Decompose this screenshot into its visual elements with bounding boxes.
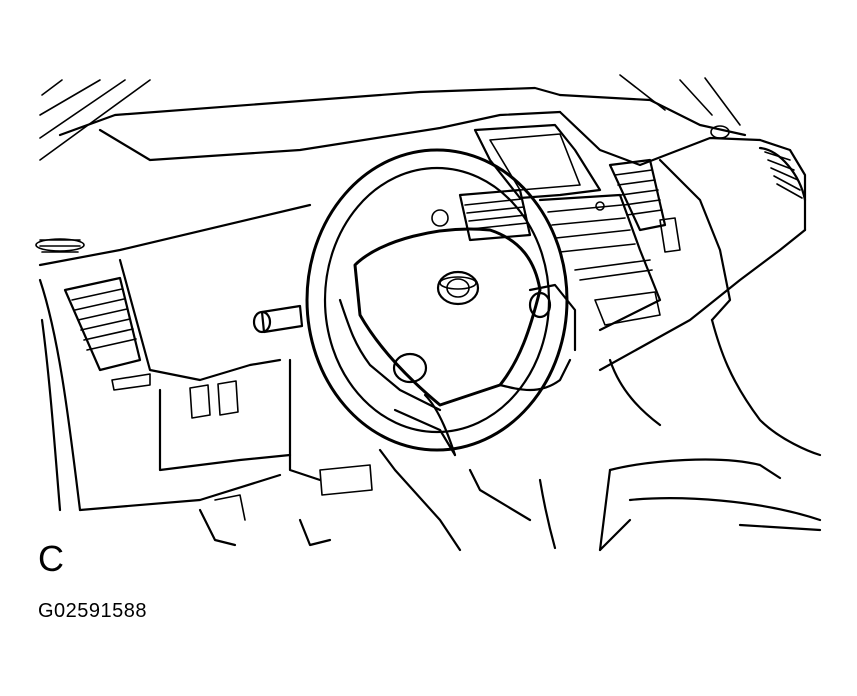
- dashboard-right-body: [598, 158, 822, 552]
- center-control-panel: [538, 193, 681, 332]
- left-dash-panel: [38, 258, 292, 512]
- dashboard-top: [38, 110, 807, 267]
- steering-wheel: [305, 148, 569, 452]
- right-side-vent: [758, 146, 807, 202]
- speaker-grille: [35, 238, 85, 253]
- wiper-stalk: [252, 304, 304, 334]
- steering-hub: [338, 227, 577, 457]
- windshield-right: [558, 74, 747, 137]
- left-side-vent: [63, 276, 151, 391]
- view-letter-label: C: [38, 538, 64, 579]
- windshield-pillar: [39, 79, 562, 161]
- figure-code-label: G02591588: [38, 600, 148, 622]
- toyota-emblem-icon: [436, 270, 480, 306]
- dash-knob: [431, 209, 449, 227]
- steering-column: [198, 358, 557, 552]
- center-vents: [458, 158, 667, 242]
